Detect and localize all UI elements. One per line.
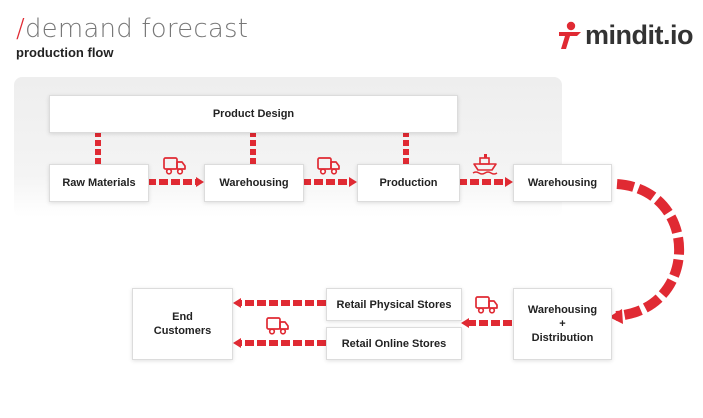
node-product-design: Product Design: [49, 95, 458, 133]
node-warehousing-1: Warehousing: [204, 164, 304, 202]
node-warehousing-distribution: Warehousing + Distribution: [513, 288, 612, 360]
truck-icon: [475, 296, 498, 314]
arrow-raw-to-warehousing: [147, 177, 204, 187]
arrow-physical-to-customers: [233, 298, 326, 308]
truck-icon: [266, 317, 289, 335]
page-title: /demand forecast: [16, 14, 248, 44]
arrow-distribution-to-retail: [461, 318, 512, 328]
title-text: demand forecast: [24, 14, 249, 44]
truck-icon: [317, 157, 340, 175]
node-end-customers: End Customers: [132, 288, 233, 360]
title-slash: /: [16, 14, 25, 44]
arrow-warehousing-to-production: [302, 177, 357, 187]
curved-arrow-to-distribution: [609, 179, 684, 324]
node-production: Production: [357, 164, 460, 202]
node-warehousing-2: Warehousing: [513, 164, 612, 202]
logo-text: mindit.io: [585, 20, 693, 50]
mindit-logo-icon: [559, 21, 582, 49]
page-subtitle: production flow: [16, 45, 114, 60]
ship-icon: [472, 153, 498, 175]
node-retail-online-stores: Retail Online Stores: [326, 327, 462, 360]
logo: mindit.io: [557, 20, 693, 51]
arrow-online-to-customers: [233, 338, 326, 348]
arrow-production-to-warehousing: [458, 177, 513, 187]
node-raw-materials: Raw Materials: [49, 164, 149, 202]
truck-icon: [163, 157, 186, 175]
node-retail-physical-stores: Retail Physical Stores: [326, 288, 462, 321]
